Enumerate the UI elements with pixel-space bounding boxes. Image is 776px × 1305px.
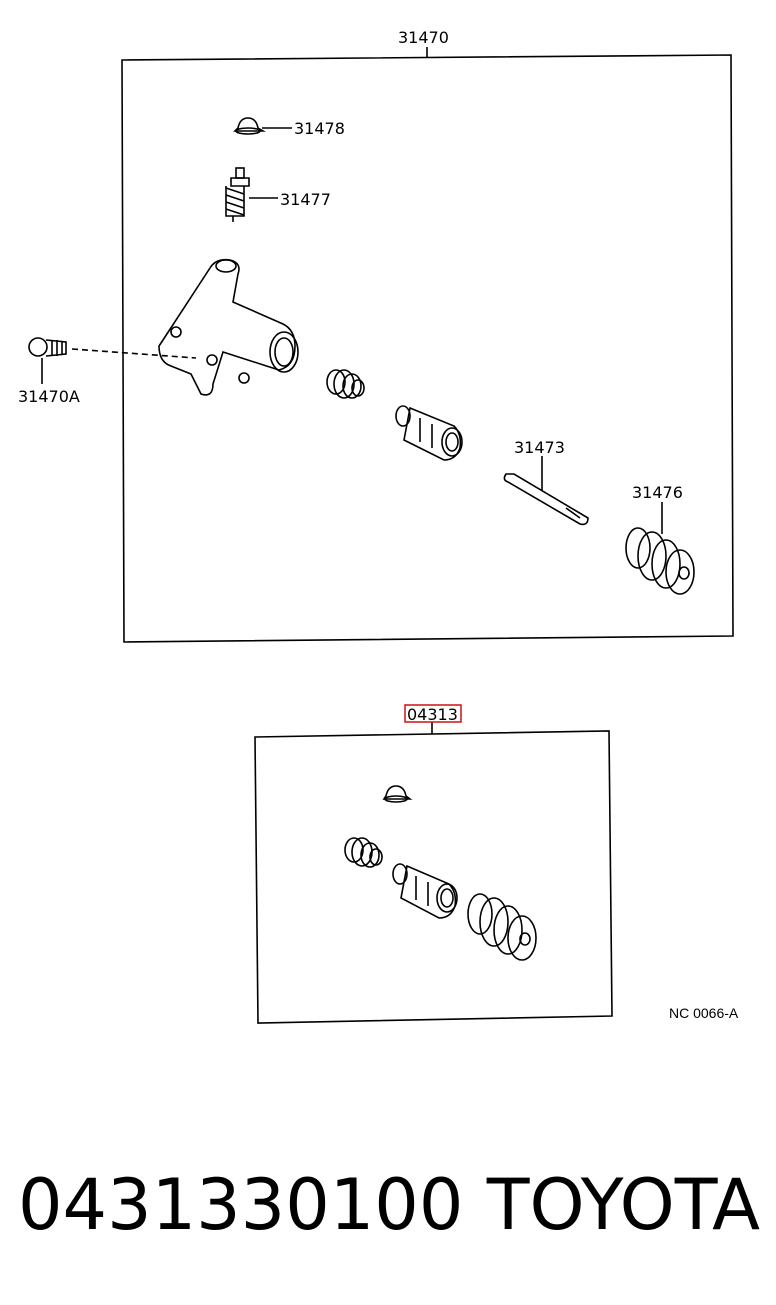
part-number: 0431330100 — [18, 1164, 464, 1246]
kit-cap[interactable] — [382, 785, 413, 803]
large-boot-31476[interactable] — [625, 502, 695, 595]
kit-label-highlight — [404, 704, 462, 723]
kit-label[interactable]: 04313 — [407, 705, 458, 724]
mounting-bolt-31470A[interactable] — [28, 337, 197, 384]
main-assembly-frame — [121, 54, 734, 643]
parts-diagram: 31470 31478 31477 31470A 31473 31476 043… — [18, 28, 739, 1024]
release-cylinder-body[interactable] — [158, 258, 299, 396]
main-assembly-label: 31470 — [398, 28, 449, 47]
push-rod-31473[interactable] — [503, 456, 589, 526]
footer: 0431330100 TOYOTA — [18, 1160, 768, 1270]
part-label-31473: 31473 — [514, 438, 565, 457]
kit-large-boot[interactable] — [467, 893, 537, 961]
kit-piston[interactable] — [392, 863, 458, 919]
brand-name: TOYOTA — [486, 1164, 760, 1246]
kit-frame — [254, 730, 613, 1024]
bleeder-plug-31477[interactable] — [225, 167, 278, 222]
piston[interactable] — [395, 405, 463, 461]
part-label-31477: 31477 — [280, 190, 331, 209]
bleeder-cap-31478[interactable] — [233, 117, 292, 135]
figure-code: NC 0066-A — [669, 1005, 739, 1021]
kit-small-boot[interactable] — [344, 837, 383, 868]
part-label-31470A: 31470A — [18, 387, 80, 406]
part-label-31478: 31478 — [294, 119, 345, 138]
part-label-31476: 31476 — [632, 483, 683, 502]
small-boot[interactable] — [326, 369, 365, 399]
